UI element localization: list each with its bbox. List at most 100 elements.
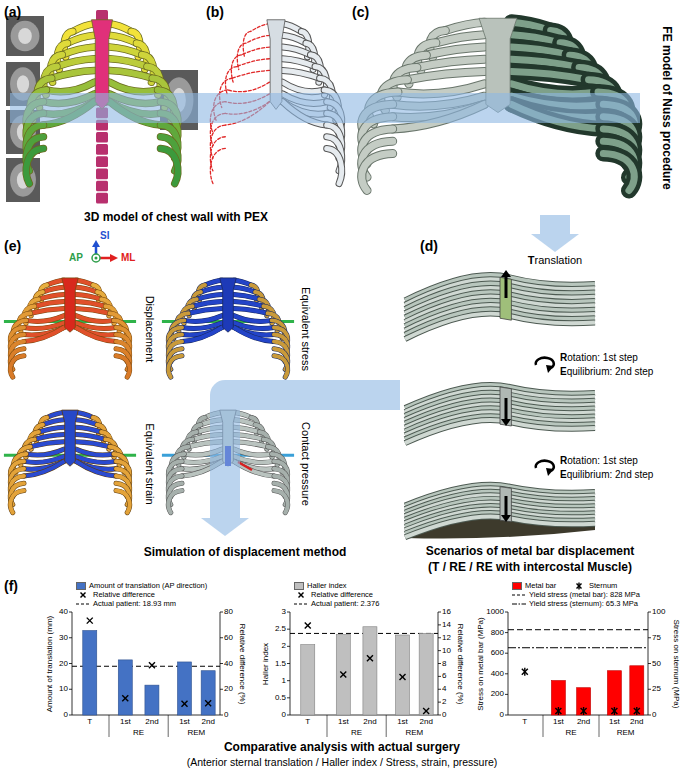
tick-mark [505,694,508,695]
rib [228,82,270,92]
tick-label: 0 [224,711,228,719]
result-label: Displacement [144,296,157,363]
tick-mark [220,715,223,716]
tick-label: 2nd [419,718,432,726]
flow-arrow [531,215,579,252]
marker [181,701,187,707]
tick-label: 2nd [145,718,158,726]
rib [234,327,274,341]
tick-mark [287,612,290,613]
tick-label: RE [565,729,576,737]
axis-label: AP [69,252,83,264]
rib-outline [168,356,182,377]
legend-symbol [76,591,90,599]
bar [419,633,433,715]
figure-panel: (c)FE model of Nuss procedure [352,4,645,215]
tick-label: 80 [224,608,233,616]
rib-outline [283,35,306,43]
marker [555,708,561,714]
rib [67,35,94,43]
legend-entry: Yield stress (metal bar): 828 MPa [512,591,640,599]
tick-label: 8 [442,660,446,668]
marker [340,671,346,677]
rib [110,70,153,78]
rib-outline [47,280,64,285]
tick-label: 20 [59,660,68,668]
legend-line [76,604,90,605]
flow-band [225,395,400,518]
tick-label: 0 [282,711,286,719]
rib [283,59,316,67]
rib [35,435,65,440]
rib-outline [161,148,178,183]
legend-entry: Actual patient: 18.93 mm [76,600,176,608]
tick-mark [287,697,290,698]
vertebra [96,132,108,143]
rib-outline [327,148,342,183]
rib-outline [110,70,153,78]
rib-outline [30,309,64,314]
si-arrowhead [92,240,100,247]
tick-mark [287,715,290,716]
tick-mark [438,624,441,625]
rib-outline [43,420,64,425]
rib-outline [362,154,393,191]
rib-outline [67,35,94,43]
flow-arrow [201,395,400,536]
bar [363,627,377,715]
axis-title: Relative difference (%) [238,623,246,704]
bar-chart [287,612,441,737]
tick-label: T [87,718,92,726]
legend-entry: Amount of translation (AP direction) [76,582,207,590]
marker [122,695,128,701]
tick-mark [648,689,651,690]
rib [197,294,222,299]
rib-outline [76,442,110,447]
tick-mark [505,673,508,674]
rib [76,427,101,432]
legend-entry: Metal bar [512,582,556,590]
rib [210,137,225,171]
marker [367,655,373,661]
legend-text: Yield stress (sternum): 65.3 MPa [529,600,638,608]
rib-outline [184,316,222,322]
legend-symbol [294,591,308,599]
rib [10,491,24,513]
step-label: Equilibrium: 2nd step [560,366,653,378]
legend-text: Haller index [307,582,347,590]
tick-label: 1.5 [275,660,286,668]
rib-outline [110,82,158,92]
bar-chart [505,612,651,737]
marker [578,583,579,590]
tick-mark [438,637,441,638]
bar [145,685,159,715]
ap-dot [95,257,98,260]
legend-symbol [572,582,586,590]
rib [76,420,97,425]
tick-label: 1st [609,718,620,726]
rib-outline [398,84,485,94]
rib-outline [24,327,64,341]
tick-label: 4 [442,685,446,693]
panel-title: FE model of Nuss procedure [659,26,673,189]
group-separator [168,715,169,737]
marker [524,668,525,676]
rib-outline [76,427,101,432]
rib [445,22,484,30]
panel-letter: (e) [4,238,21,254]
rib-outline [234,287,255,292]
bar [577,688,591,715]
marker [583,707,584,715]
rib [62,47,94,55]
axis-label: ML [121,252,135,264]
chart-axes [72,612,220,715]
motion-arrowhead [501,515,511,522]
rib-outline [188,309,222,314]
axis-label: SI [100,230,109,242]
tick-mark [438,663,441,664]
rib-outline [76,309,110,314]
marker [299,593,304,598]
rib [188,309,222,314]
bar [201,671,215,715]
rib-outline [168,491,182,513]
